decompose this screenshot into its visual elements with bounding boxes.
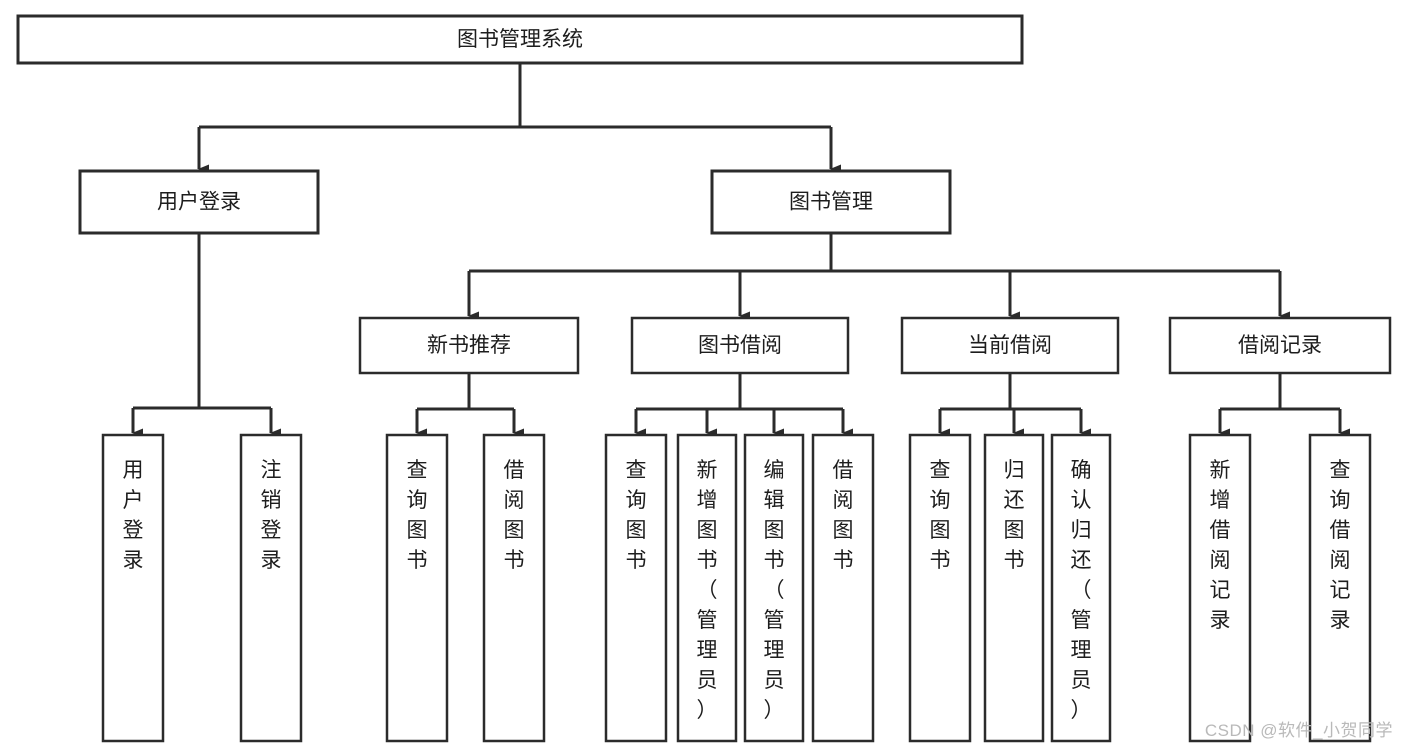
node-box-leaf-query-book-2 <box>604 433 668 743</box>
node-label-new-book-recommend: 新书推荐 <box>427 334 511 357</box>
node-leaf-user-login[interactable]: 用户登录 <box>101 433 165 743</box>
node-leaf-query-book-3[interactable]: 查询图书 <box>908 433 972 743</box>
node-leaf-query-record[interactable]: 查询借阅记录 <box>1308 433 1372 743</box>
node-label-user-login: 用户登录 <box>157 191 241 214</box>
edge-group-new-book-recommend <box>415 373 524 438</box>
node-label-leaf-user-login: 用户登录 <box>123 459 144 572</box>
node-box-leaf-add-book <box>676 433 738 743</box>
node-box-book-manage <box>710 169 952 235</box>
node-leaf-user-logout[interactable]: 注销登录 <box>239 433 303 743</box>
node-box-current-borrow <box>900 316 1120 375</box>
node-label-leaf-borrow-book-2: 借阅图书 <box>833 459 854 572</box>
node-label-leaf-confirm-return: 确认归还（管理员） <box>1071 459 1092 722</box>
node-leaf-edit-book[interactable]: 编辑图书（管理员） <box>743 433 805 743</box>
node-box-leaf-confirm-return <box>1050 433 1112 743</box>
edge-group-book-borrow <box>634 373 853 438</box>
node-label-leaf-query-record: 查询借阅记录 <box>1330 459 1351 632</box>
node-box-user-login <box>78 169 320 235</box>
csdn-watermark: CSDN @软件_小贺同学 <box>1204 721 1393 740</box>
node-current-borrow[interactable]: 当前借阅 <box>900 316 1120 375</box>
node-label-root: 图书管理系统 <box>457 28 583 51</box>
node-book-borrow[interactable]: 图书借阅 <box>630 316 850 375</box>
edge-group-current-borrow <box>938 373 1091 438</box>
node-box-borrow-record <box>1168 316 1392 375</box>
node-leaf-borrow-book-2[interactable]: 借阅图书 <box>811 433 875 743</box>
node-label-leaf-borrow-book-1: 借阅图书 <box>504 459 525 572</box>
node-box-leaf-edit-book <box>743 433 805 743</box>
node-user-login[interactable]: 用户登录 <box>78 169 320 235</box>
node-box-root <box>16 14 1024 65</box>
node-label-leaf-add-book: 新增图书（管理员） <box>697 459 718 722</box>
node-box-leaf-borrow-book-1 <box>482 433 546 743</box>
node-book-manage[interactable]: 图书管理 <box>710 169 952 235</box>
node-box-leaf-query-record <box>1308 433 1372 743</box>
node-label-leaf-query-book-2: 查询图书 <box>626 459 647 572</box>
node-leaf-add-book[interactable]: 新增图书（管理员） <box>676 433 738 743</box>
node-label-leaf-query-book-1: 查询图书 <box>407 459 428 572</box>
edge-group-root <box>197 63 841 174</box>
node-label-leaf-add-record: 新增借阅记录 <box>1210 459 1231 632</box>
node-leaf-borrow-book-1[interactable]: 借阅图书 <box>482 433 546 743</box>
node-root[interactable]: 图书管理系统 <box>16 14 1024 65</box>
node-leaf-query-book-1[interactable]: 查询图书 <box>385 433 449 743</box>
node-label-current-borrow: 当前借阅 <box>968 334 1052 357</box>
edge-group-borrow-record <box>1218 373 1350 438</box>
node-label-book-manage: 图书管理 <box>789 191 873 214</box>
node-new-book-recommend[interactable]: 新书推荐 <box>358 316 580 375</box>
node-label-leaf-return-book: 归还图书 <box>1004 459 1025 572</box>
node-box-leaf-query-book-3 <box>908 433 972 743</box>
node-box-leaf-add-record <box>1188 433 1252 743</box>
node-box-leaf-user-logout <box>239 433 303 743</box>
edges-layer <box>131 63 1350 438</box>
node-box-new-book-recommend <box>358 316 580 375</box>
node-leaf-confirm-return[interactable]: 确认归还（管理员） <box>1050 433 1112 743</box>
node-box-book-borrow <box>630 316 850 375</box>
node-box-leaf-query-book-1 <box>385 433 449 743</box>
node-label-borrow-record: 借阅记录 <box>1238 334 1322 357</box>
node-box-leaf-return-book <box>983 433 1045 743</box>
node-label-leaf-edit-book: 编辑图书（管理员） <box>764 459 785 722</box>
node-label-leaf-user-logout: 注销登录 <box>261 459 282 572</box>
edge-group-user-login <box>131 233 281 438</box>
node-box-leaf-borrow-book-2 <box>811 433 875 743</box>
node-box-leaf-user-login <box>101 433 165 743</box>
node-borrow-record[interactable]: 借阅记录 <box>1168 316 1392 375</box>
node-leaf-add-record[interactable]: 新增借阅记录 <box>1188 433 1252 743</box>
nodes-layer: 图书管理系统用户登录图书管理新书推荐图书借阅当前借阅借阅记录用户登录注销登录查询… <box>16 14 1392 743</box>
node-label-book-borrow: 图书借阅 <box>698 334 782 357</box>
node-leaf-return-book[interactable]: 归还图书 <box>983 433 1045 743</box>
node-leaf-query-book-2[interactable]: 查询图书 <box>604 433 668 743</box>
edge-group-book-manage <box>467 233 1290 321</box>
node-label-leaf-query-book-3: 查询图书 <box>930 459 951 572</box>
